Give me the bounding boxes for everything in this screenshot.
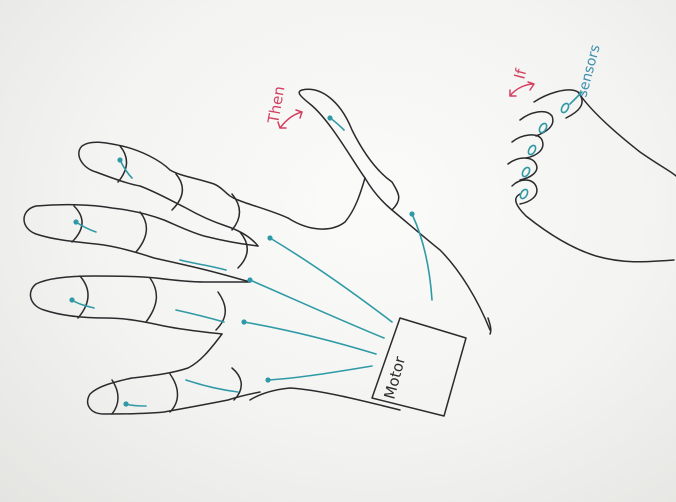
thumb-base xyxy=(288,178,365,229)
if-arrow-icon xyxy=(510,82,534,96)
pinky-finger xyxy=(88,334,260,414)
tendons xyxy=(69,115,432,406)
then-annotation: Then xyxy=(264,85,302,128)
if-label: If xyxy=(510,66,530,81)
ring-finger xyxy=(30,276,250,334)
sensor-hand: sensors xyxy=(508,43,676,262)
sensors-label: sensors xyxy=(574,43,603,99)
thumb-outline xyxy=(299,89,399,210)
then-label: Then xyxy=(264,85,288,126)
if-annotation: If xyxy=(510,66,534,96)
index-finger xyxy=(79,142,288,246)
middle-finger xyxy=(24,205,258,282)
hand-outline xyxy=(365,178,490,330)
motor-box: Motor xyxy=(372,318,466,416)
